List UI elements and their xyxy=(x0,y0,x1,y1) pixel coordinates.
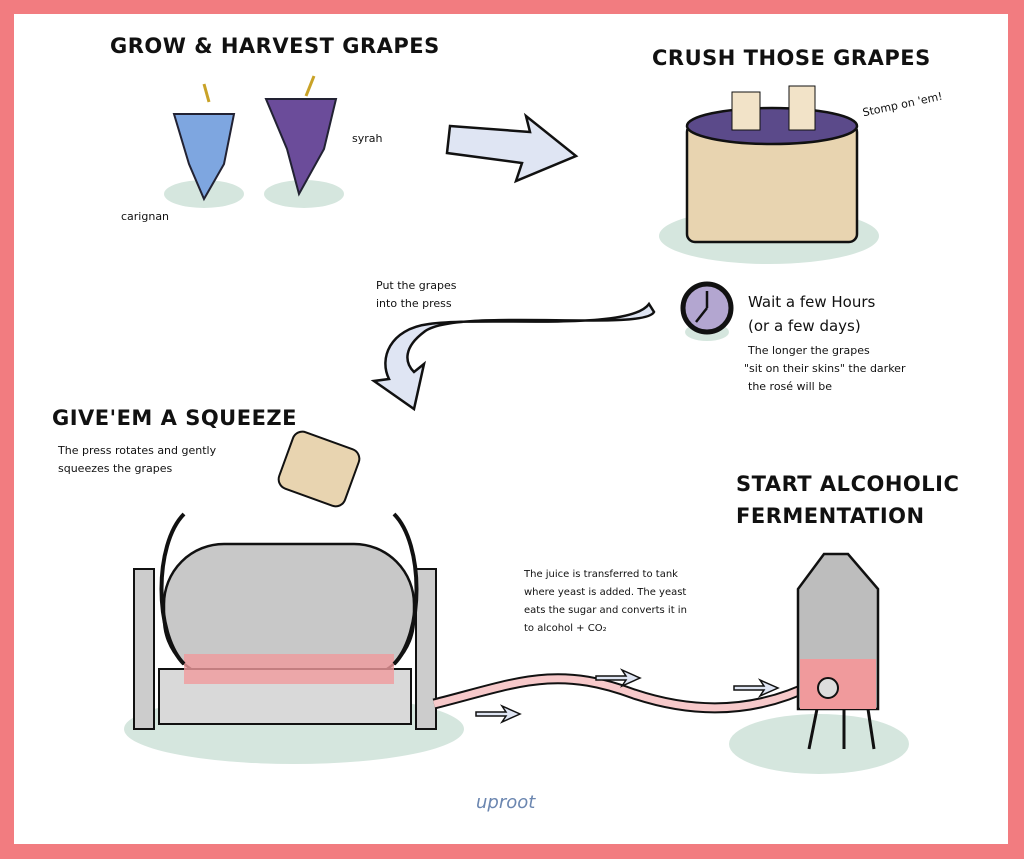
label-syrah: syrah xyxy=(352,132,383,145)
ferment-line: to alcohol + CO₂ xyxy=(524,623,607,634)
step-ferment-title: START ALCOHOLIC xyxy=(736,472,960,496)
squeeze-line: The press rotates and gently xyxy=(58,444,217,457)
carignan-grapes-icon xyxy=(172,83,236,202)
transfer-hose-inner xyxy=(433,675,816,712)
wine-press-icon xyxy=(133,430,437,730)
squeeze-line: squeezes the grapes xyxy=(58,462,173,475)
infographic-canvas: GROW & HARVEST GRAPES carignan syrah CRU… xyxy=(14,14,1008,844)
ground-shadow xyxy=(264,180,344,208)
brand-logo: uproot xyxy=(476,792,536,813)
wait-line: The longer the grapes xyxy=(748,344,870,357)
wait-line: "sit on their skins" the darker xyxy=(744,362,906,375)
ground-shadow xyxy=(729,714,909,774)
clock-icon xyxy=(680,281,734,341)
syrah-grapes-icon xyxy=(264,75,338,197)
small-arrow-icon xyxy=(475,704,522,724)
crush-barrel-icon xyxy=(685,85,859,244)
small-arrow-icon xyxy=(733,678,780,698)
press-note-line: Put the grapes xyxy=(376,279,457,292)
arrow-curved-icon xyxy=(370,301,656,412)
arrow-right-icon xyxy=(445,112,579,184)
small-arrow-icon xyxy=(595,668,642,688)
fermentation-tank-icon xyxy=(796,552,880,750)
step-squeeze-title: GIVE'EM A SQUEEZE xyxy=(52,406,297,430)
wait-subtitle: (or a few days) xyxy=(748,317,861,335)
step-grow-title: GROW & HARVEST GRAPES xyxy=(110,34,440,58)
label-carignan: carignan xyxy=(121,210,170,223)
ferment-line: where yeast is added. The yeast xyxy=(524,587,687,598)
wait-title: Wait a few Hours xyxy=(748,293,876,311)
press-note-line: into the press xyxy=(376,297,452,310)
step-ferment-title: FERMENTATION xyxy=(736,504,925,528)
illustration xyxy=(124,75,909,774)
ferment-line: eats the sugar and converts it in xyxy=(524,605,687,616)
wait-line: the rosé will be xyxy=(748,380,832,393)
ferment-line: The juice is transferred to tank xyxy=(524,569,678,580)
step-crush-title: CRUSH THOSE GRAPES xyxy=(652,46,931,70)
